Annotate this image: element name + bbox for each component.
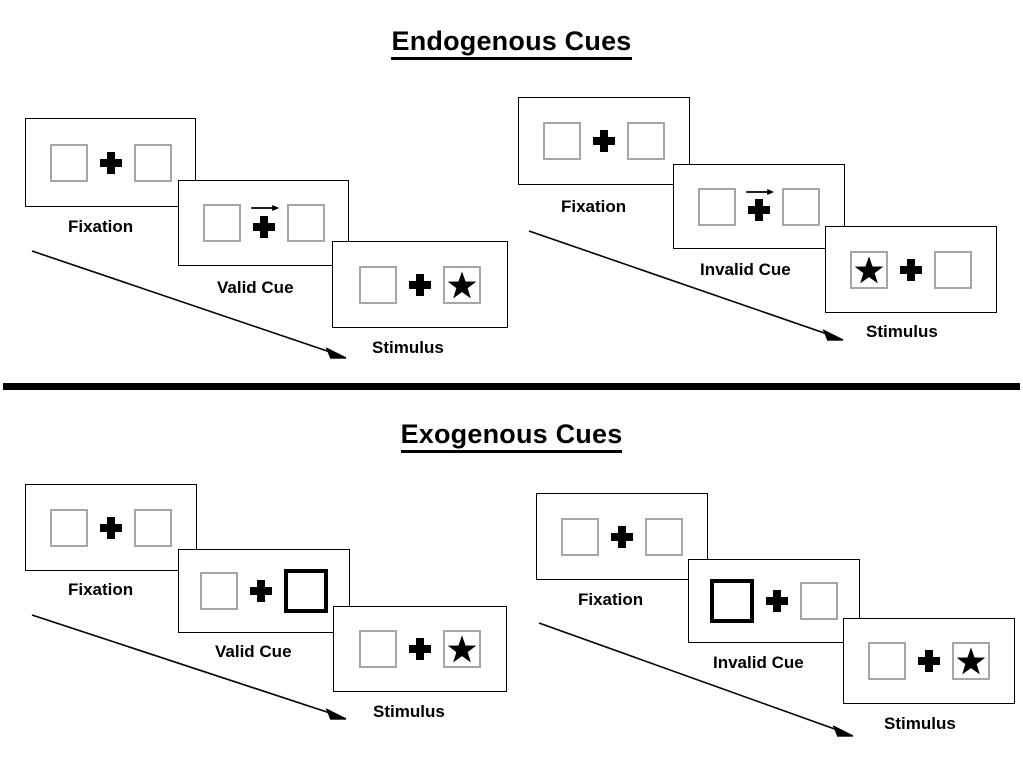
fixation-cross-wrap	[888, 248, 934, 292]
panel-exogenous-invalid-stimulus	[843, 618, 1015, 704]
panel-content	[26, 119, 195, 206]
fixation-cross-icon	[611, 525, 633, 548]
fixation-cross-icon	[900, 258, 922, 281]
time-arrow-exogenous-invalid	[538, 622, 854, 737]
section-title-exogenous-text: Exogenous Cues	[400, 419, 623, 453]
right-square-cued	[284, 569, 328, 613]
left-square-cued	[710, 579, 754, 623]
fixation-cross-wrap	[397, 263, 443, 307]
caption-exogenous-invalid-cue: Invalid Cue	[713, 653, 804, 672]
fixation-cross-icon	[252, 215, 275, 238]
star-icon	[854, 255, 884, 283]
panel-content	[519, 98, 689, 184]
panel-endogenous-valid-fixation	[25, 118, 196, 207]
panel-endogenous-invalid-stimulus	[825, 226, 997, 313]
left-square	[868, 642, 906, 680]
fixation-cross-icon	[250, 580, 272, 602]
left-square	[200, 572, 238, 610]
caption-exogenous-invalid-fixation: Fixation	[578, 590, 644, 609]
fixation-cross-wrap	[736, 185, 782, 229]
right-square	[443, 630, 481, 668]
caption-endogenous-valid-stimulus: Stimulus	[372, 338, 444, 357]
caption-endogenous-valid-cue: Valid Cue	[217, 278, 294, 297]
caption-endogenous-invalid-cue: Invalid Cue	[700, 260, 791, 279]
right-square	[443, 265, 481, 304]
panel-exogenous-valid-cue	[178, 549, 350, 633]
caption-exogenous-valid-cue: Valid Cue	[215, 642, 292, 661]
section-divider	[3, 383, 1020, 390]
section-title-endogenous-text: Endogenous Cues	[391, 26, 632, 60]
panel-content	[334, 607, 506, 691]
caption-endogenous-invalid-stimulus: Stimulus	[866, 322, 938, 341]
right-square	[627, 122, 665, 160]
panel-endogenous-valid-stimulus	[332, 241, 508, 328]
right-square	[645, 517, 683, 556]
caption-exogenous-valid-fixation: Fixation	[68, 580, 134, 599]
fixation-cross-icon	[409, 273, 431, 296]
fixation-cross-icon	[593, 130, 615, 152]
left-square	[202, 204, 241, 242]
panel-endogenous-invalid-fixation	[518, 97, 690, 185]
time-arrow-endogenous-valid	[31, 250, 347, 359]
caption-endogenous-invalid-fixation: Fixation	[561, 197, 627, 216]
left-square	[359, 265, 397, 304]
panel-endogenous-valid-cue	[178, 180, 349, 266]
right-square	[782, 187, 820, 226]
left-square	[561, 517, 599, 556]
panel-exogenous-valid-stimulus	[333, 606, 507, 692]
fixation-cross-wrap	[581, 119, 627, 163]
fixation-cross-wrap	[397, 627, 443, 671]
fixation-cross-icon	[766, 590, 788, 612]
panel-content	[674, 165, 844, 248]
time-arrow-exogenous-valid	[31, 614, 347, 720]
arrow-right-icon	[250, 205, 279, 211]
fixation-cross-wrap	[754, 579, 800, 623]
fixation-cross-icon	[99, 151, 122, 174]
panel-exogenous-invalid-fixation	[536, 493, 708, 580]
panel-content	[333, 242, 507, 327]
fixation-cross-icon	[409, 638, 431, 660]
left-square	[698, 187, 736, 226]
left-square	[49, 143, 88, 182]
right-square	[286, 204, 325, 242]
right-square	[934, 250, 972, 289]
panel-content	[844, 619, 1014, 703]
fixation-cross-icon	[100, 516, 122, 539]
panel-content	[179, 181, 348, 265]
panel-content	[689, 560, 859, 642]
caption-exogenous-invalid-stimulus: Stimulus	[884, 714, 956, 733]
time-arrow-endogenous-invalid	[528, 230, 844, 341]
panel-content	[826, 227, 996, 312]
fixation-cross-wrap	[599, 515, 645, 559]
section-title-exogenous: Exogenous Cues	[0, 419, 1023, 453]
panel-content	[26, 485, 196, 570]
panel-exogenous-invalid-cue	[688, 559, 860, 643]
fixation-cross-wrap	[906, 639, 952, 683]
panel-exogenous-valid-fixation	[25, 484, 197, 571]
fixation-cross-wrap	[238, 569, 284, 613]
star-icon	[956, 647, 986, 675]
fixation-cross-icon	[748, 199, 770, 221]
fixation-cross-icon	[918, 650, 940, 672]
section-title-endogenous: Endogenous Cues	[0, 26, 1023, 60]
left-square	[850, 250, 888, 289]
panel-content	[537, 494, 707, 579]
right-square	[800, 582, 838, 620]
caption-exogenous-valid-stimulus: Stimulus	[373, 702, 445, 721]
fixation-cross-wrap	[88, 506, 134, 550]
left-square	[359, 630, 397, 668]
panel-endogenous-invalid-cue	[673, 164, 845, 249]
panel-content	[179, 550, 349, 632]
right-square	[952, 642, 990, 680]
caption-endogenous-valid-fixation: Fixation	[68, 217, 134, 236]
right-square	[133, 143, 172, 182]
star-icon	[447, 635, 477, 663]
star-icon	[447, 270, 477, 298]
fixation-cross-wrap	[241, 201, 287, 245]
left-square	[50, 508, 88, 547]
right-square	[134, 508, 172, 547]
fixation-cross-wrap	[88, 141, 134, 185]
arrow-right-icon	[746, 188, 775, 195]
left-square	[543, 122, 581, 160]
